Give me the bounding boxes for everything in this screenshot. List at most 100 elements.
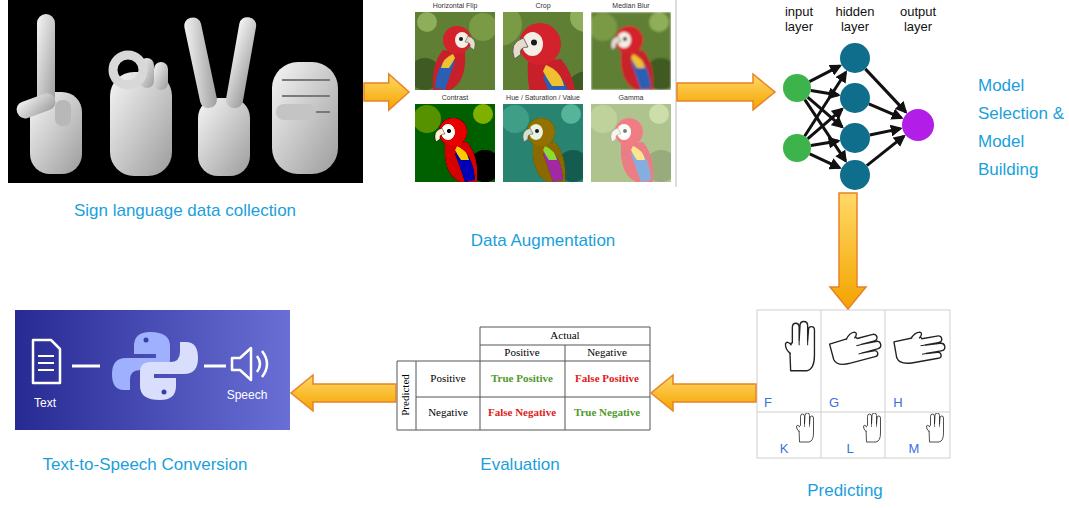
text-to-speech-banner	[33, 340, 60, 383]
neural-network	[809, 66, 840, 82]
neural-network	[840, 43, 870, 73]
flow-arrow	[364, 74, 409, 110]
stage-caption: Sign language data collection	[74, 201, 296, 221]
stage-caption: Model Selection & Model Building	[978, 72, 1066, 184]
sign-alphabet-chart	[926, 413, 943, 442]
confusion-matrix-grid	[397, 327, 650, 430]
neural-network	[870, 129, 901, 135]
neural-network	[811, 141, 839, 146]
neural-network	[783, 43, 934, 190]
sign-alphabet-chart	[828, 326, 883, 367]
flow-arrow	[291, 375, 396, 411]
neural-network	[869, 104, 902, 118]
sign-letter: G	[829, 395, 839, 411]
sign-letter: F	[764, 395, 772, 411]
text-to-speech-banner	[72, 365, 100, 368]
augmentation-grid	[409, 12, 497, 90]
augmentation-grid	[591, 12, 671, 90]
layer-label: input layer	[778, 4, 820, 34]
sign-hands-photo	[183, 16, 219, 110]
neural-network	[783, 134, 811, 162]
sign-alphabet-chart	[796, 413, 813, 442]
sign-alphabet-chart	[893, 328, 947, 365]
matrix-axis: Predicted	[399, 374, 412, 416]
augmentation-grid	[413, 104, 501, 182]
flow-arrow	[677, 74, 775, 110]
icon-label: Text	[34, 396, 56, 410]
neural-network	[810, 154, 840, 168]
augmentation-grid	[503, 12, 583, 90]
matrix-row-label: Positive	[430, 372, 465, 385]
augmentation-grid	[589, 104, 677, 182]
stage-caption: Data Augmentation	[471, 231, 616, 251]
neural-network	[840, 83, 870, 113]
sign-alphabet-chart	[893, 328, 947, 365]
image-grid-panel: Data AugmentationHorizontal FlipCropMedi…	[410, 0, 676, 187]
augmentation-grid	[409, 12, 497, 90]
layer-label: hidden layer	[832, 4, 878, 34]
sign-hands-photo	[225, 16, 258, 110]
flow-arrow	[830, 193, 866, 309]
augmentation-label: Hue / Saturation / Value	[506, 94, 580, 102]
sign-hands-photo	[55, 100, 71, 126]
sign-hands-photo	[276, 104, 316, 120]
sign-alphabet-chart	[757, 310, 950, 458]
augmentation-label: Contrast	[442, 94, 468, 102]
text-to-speech-banner	[15, 310, 290, 430]
sign-hands-photo	[8, 0, 363, 183]
sign-hands-photo	[14, 14, 338, 176]
stage-caption: Predicting	[807, 481, 883, 501]
text-to-speech-banner	[162, 390, 167, 395]
augmentation-grid	[409, 0, 677, 187]
confusion-matrix: EvaluationActualPositiveNegativePredicte…	[397, 327, 650, 430]
matrix-cell: True Negative	[574, 406, 640, 419]
neural-network	[805, 100, 846, 161]
augmentation-label: Gamma	[619, 94, 644, 102]
neural-network	[840, 160, 870, 190]
matrix-cell: True Positive	[491, 372, 553, 385]
sign-hands-photo	[14, 91, 57, 121]
sign-hands-photo	[113, 55, 143, 85]
text-to-speech-banner	[38, 356, 54, 370]
matrix-header: Positive	[504, 346, 539, 359]
augmentation-grid	[501, 104, 589, 182]
sign-hands-photo	[272, 62, 338, 174]
sign-alphabet-chart	[785, 322, 814, 371]
sign-letter: M	[909, 441, 920, 457]
text-to-speech-banner	[204, 365, 226, 368]
sign-hands-photo	[198, 98, 250, 176]
photo-panel: Sign language data collection	[8, 0, 363, 183]
text-to-speech-banner	[144, 338, 149, 343]
matrix-header: Actual	[550, 329, 579, 342]
sign-alphabet-chart	[828, 326, 883, 367]
sign-letter: L	[846, 441, 853, 457]
stage-caption: Text-to-Speech Conversion	[42, 455, 247, 475]
neural-network	[867, 136, 904, 166]
augmentation-grid	[503, 12, 583, 90]
text-to-speech-banner	[257, 351, 267, 377]
matrix-row-label: Negative	[428, 406, 468, 419]
confusion-matrix-grid	[397, 327, 650, 430]
sign-hands-photo	[8, 0, 363, 183]
flow-arrow	[651, 375, 756, 411]
icon-label: Speech	[227, 388, 268, 402]
sign-hands-photo	[154, 62, 168, 90]
sign-alphabet-chart	[863, 413, 880, 442]
neural-network	[805, 72, 846, 136]
sign-hands-photo	[37, 14, 55, 106]
neural-network	[902, 109, 934, 141]
augmentation-label: Median Blur	[612, 2, 649, 10]
neural-network	[805, 66, 906, 168]
confusion-matrix-grid	[397, 327, 650, 430]
matrix-header: Negative	[587, 346, 627, 359]
sign-letter: H	[893, 395, 902, 411]
augmentation-label: Crop	[535, 2, 550, 10]
text-to-speech-banner	[140, 342, 198, 400]
augmentation-grid	[591, 12, 671, 90]
neural-network	[840, 123, 870, 153]
speech-banner: Text-to-Speech ConversionTextSpeech	[15, 310, 290, 430]
network-panel: Model Selection & Model Buildinginput la…	[776, 0, 946, 192]
sign-chart-panel: PredictingFGHKLM	[757, 310, 950, 458]
